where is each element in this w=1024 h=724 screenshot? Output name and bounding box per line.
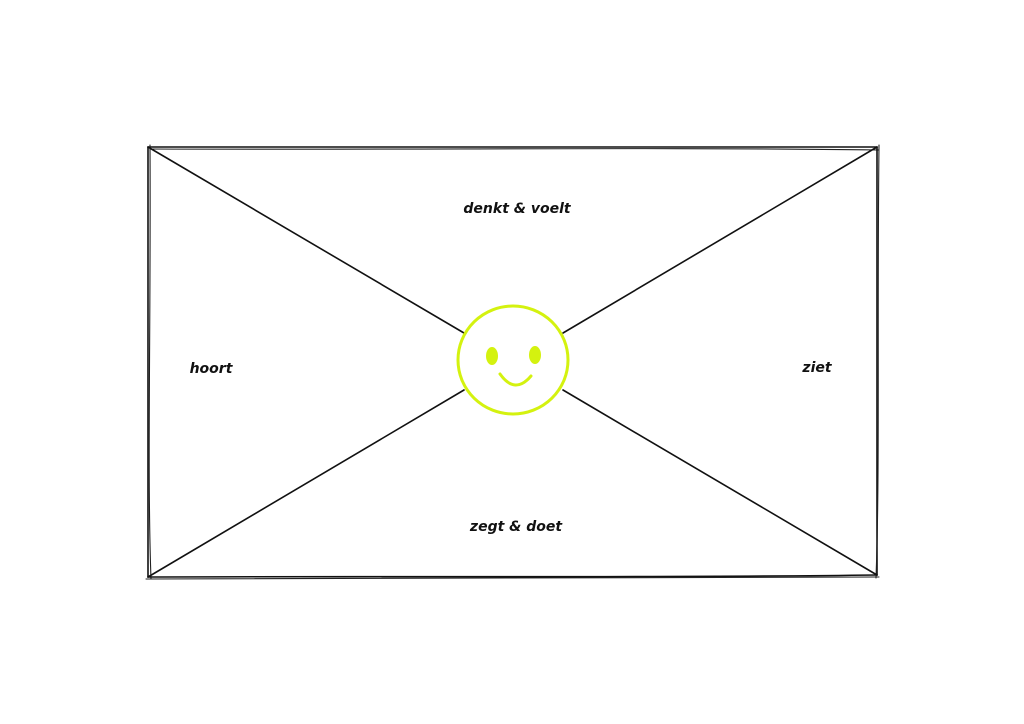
face-outline — [456, 304, 570, 416]
smile — [498, 372, 533, 387]
left-eye — [486, 347, 498, 365]
diagonal-top-right — [562, 146, 878, 334]
label-left: hoort — [190, 361, 234, 377]
diagonal-bottom-left — [147, 389, 465, 578]
right-eye — [529, 346, 541, 364]
diagonal-lines — [147, 146, 878, 578]
label-bottom: zegt & doet — [469, 519, 563, 535]
label-right: ziet — [801, 360, 832, 376]
label-top: denkt & voelt — [463, 201, 571, 217]
diagonal-bottom-right — [562, 389, 878, 576]
map-frame — [145, 144, 880, 580]
diagonal-top-left — [147, 146, 465, 334]
smiley-face-icon — [456, 304, 570, 416]
